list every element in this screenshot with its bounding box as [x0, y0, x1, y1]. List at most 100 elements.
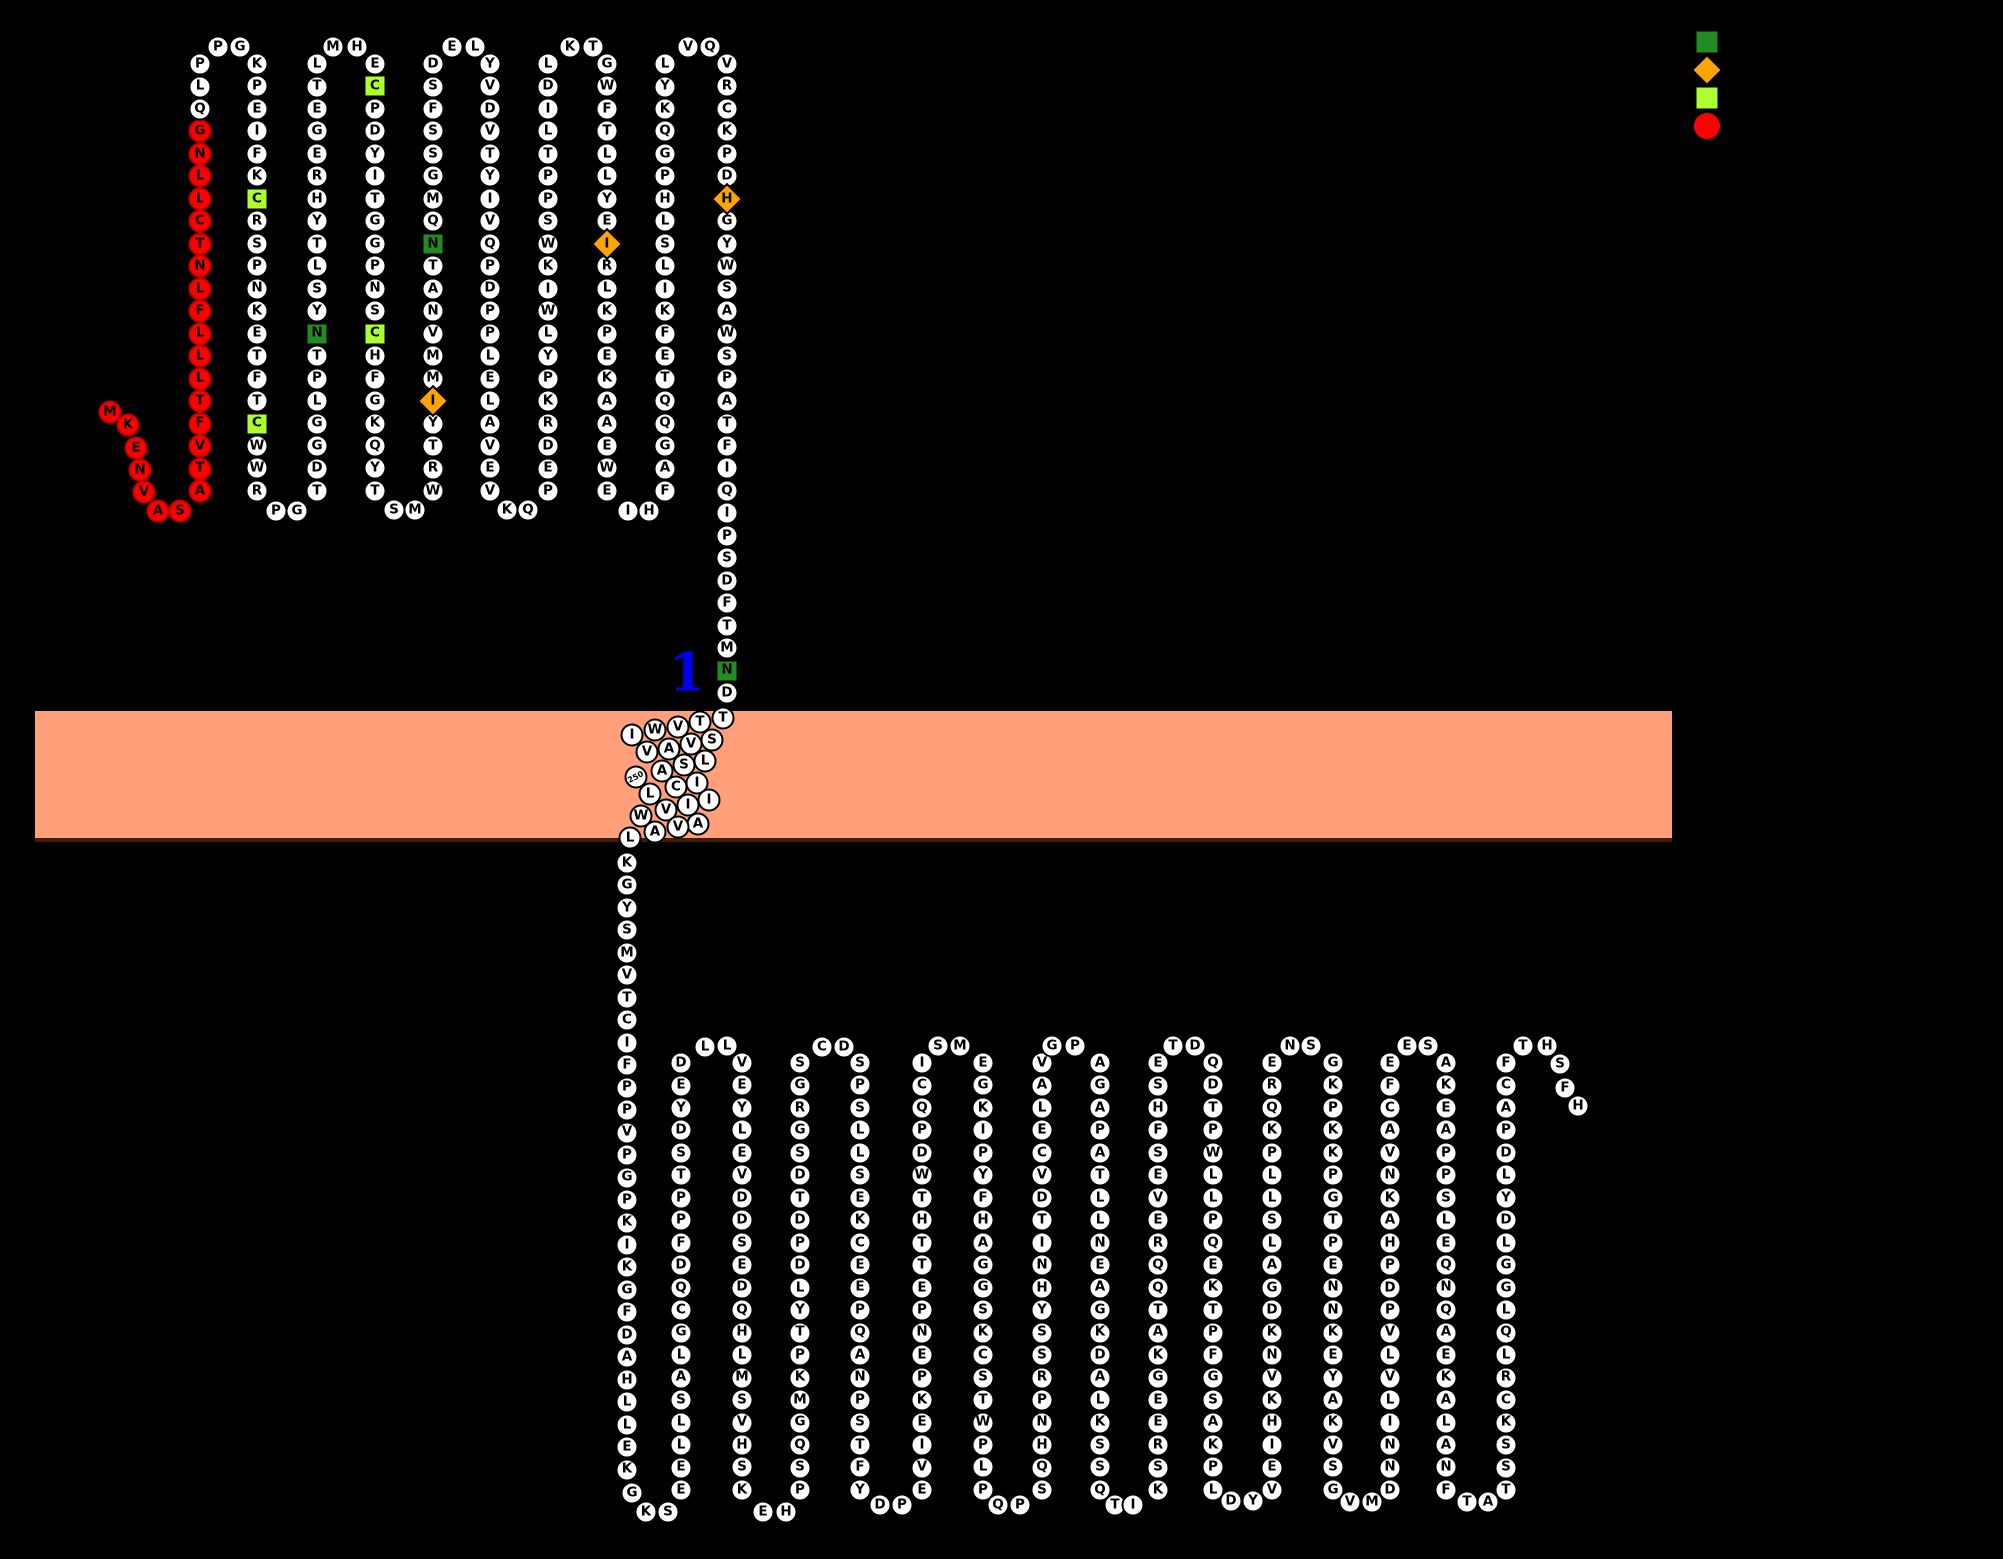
- residue-circle: S: [848, 1163, 872, 1187]
- residue-circle: L: [595, 164, 619, 188]
- residue-circle: D: [1494, 1141, 1518, 1165]
- residue-circle: K: [615, 1255, 639, 1279]
- residue-circle: S: [1416, 1034, 1440, 1058]
- residue-circle: I: [697, 788, 721, 812]
- residue-circle: P: [264, 499, 288, 523]
- residue-circle: Q: [1260, 1096, 1284, 1120]
- residue-circle: Q: [788, 1433, 812, 1457]
- residue-circle: K: [1260, 1388, 1284, 1412]
- residue-circle: V: [654, 798, 678, 822]
- residue-circle: I: [615, 1031, 639, 1055]
- residue-circle: E: [1146, 1411, 1170, 1435]
- residue-circle: E: [910, 1343, 934, 1367]
- residue-circle: T: [669, 1163, 693, 1187]
- residue-circle: E: [1321, 1253, 1345, 1277]
- residue-circle: K: [615, 851, 639, 875]
- residue-circle: M: [421, 187, 445, 211]
- residue-circle: L: [1494, 1343, 1518, 1367]
- residue-circle: N: [1088, 1231, 1112, 1255]
- residue-circle: I: [1030, 1231, 1054, 1255]
- residue-circle: S: [1030, 1478, 1054, 1502]
- residue-circle: A: [1378, 1118, 1402, 1142]
- residue-circle: F: [1494, 1051, 1518, 1075]
- residue-circle: E: [1146, 1163, 1170, 1187]
- residue-circle: P: [615, 1098, 639, 1122]
- residue-circle: G: [363, 209, 387, 233]
- residue-circle: K: [1321, 1411, 1345, 1435]
- residue-circle: I: [478, 187, 502, 211]
- residue-circle: I: [910, 1051, 934, 1075]
- residue-circle: D: [788, 1163, 812, 1187]
- residue-circle: L: [1088, 1186, 1112, 1210]
- residue-circle: R: [788, 1096, 812, 1120]
- residue-circle: I: [616, 499, 640, 523]
- residue-circle: N: [848, 1366, 872, 1390]
- residue-circle: F: [421, 97, 445, 121]
- residue-circle: T: [1146, 1298, 1170, 1322]
- residue-circle: E: [305, 142, 329, 166]
- residue-circle: V: [1260, 1478, 1284, 1502]
- residue-circle: T: [1455, 1490, 1479, 1514]
- residue-circle: F: [245, 367, 269, 391]
- residue-circle: L: [653, 254, 677, 278]
- residue-circle: L: [653, 52, 677, 76]
- residue-circle: N: [1378, 1163, 1402, 1187]
- residue-circle: M: [615, 941, 639, 965]
- residue-circle: S: [1321, 1455, 1345, 1479]
- residue-circle: S: [971, 1366, 995, 1390]
- residue-circle: M: [98, 400, 122, 424]
- residue-circle: I: [676, 793, 700, 817]
- residue-circle: Y: [788, 1298, 812, 1322]
- residue-circle: A: [1088, 1051, 1112, 1075]
- residue-circle: K: [910, 1388, 934, 1412]
- residue-circle: M: [948, 1034, 972, 1058]
- residue-circle: G: [971, 1276, 995, 1300]
- residue-circle: S: [421, 119, 445, 143]
- residue-circle: D: [1183, 1034, 1207, 1058]
- residue-circle: A: [657, 737, 681, 761]
- residue-circle: Q: [363, 434, 387, 458]
- residue-circle: C: [848, 1231, 872, 1255]
- residue-circle: T: [788, 1186, 812, 1210]
- residue-circle: K: [1201, 1276, 1225, 1300]
- residue-circle: T: [536, 142, 560, 166]
- residue-circle: S: [788, 1456, 812, 1480]
- residue-circle: Q: [653, 119, 677, 143]
- residue-circle: E: [305, 97, 329, 121]
- residue-circle: S: [1030, 1321, 1054, 1345]
- residue-circle: Y: [848, 1478, 872, 1502]
- residue-circle: N: [1378, 1456, 1402, 1480]
- residue-circle: D: [788, 1208, 812, 1232]
- residue-circle: S: [421, 75, 445, 99]
- residue-circle: E: [478, 456, 502, 480]
- residue-circle: R: [1030, 1366, 1054, 1390]
- residue-circle: F: [971, 1186, 995, 1210]
- residue-circle: S: [788, 1051, 812, 1075]
- residue-circle: A: [1088, 1141, 1112, 1165]
- residue-circle: L: [1378, 1343, 1402, 1367]
- residue-circle: K: [595, 367, 619, 391]
- residue-circle: A: [1321, 1388, 1345, 1412]
- residue-circle: E: [1260, 1456, 1284, 1480]
- residue-circle: E: [669, 1478, 693, 1502]
- residue-circle: A: [1088, 1096, 1112, 1120]
- residue-circle: E: [1088, 1253, 1112, 1277]
- residue-circle: A: [715, 299, 739, 323]
- residue-circle: Q: [1201, 1231, 1225, 1255]
- residue-circle: P: [615, 1188, 639, 1212]
- residue-circle: P: [890, 1493, 914, 1517]
- residue-circle: E: [653, 344, 677, 368]
- residue-circle: V: [1321, 1433, 1345, 1457]
- residue-circle: S: [536, 209, 560, 233]
- residue-circle: F: [615, 1300, 639, 1324]
- residue-circle: T: [715, 412, 739, 436]
- residue-circle: C: [1378, 1096, 1402, 1120]
- residue-circle: T: [363, 479, 387, 503]
- residue-circle: E: [1434, 1343, 1458, 1367]
- residue-circle: V: [1338, 1490, 1362, 1514]
- residue-circle: K: [1260, 1321, 1284, 1345]
- residue-circle: D: [730, 1186, 754, 1210]
- residue-circle: G: [1321, 1051, 1345, 1075]
- residue-circle: V: [1378, 1141, 1402, 1165]
- residue-circle: G: [305, 412, 329, 436]
